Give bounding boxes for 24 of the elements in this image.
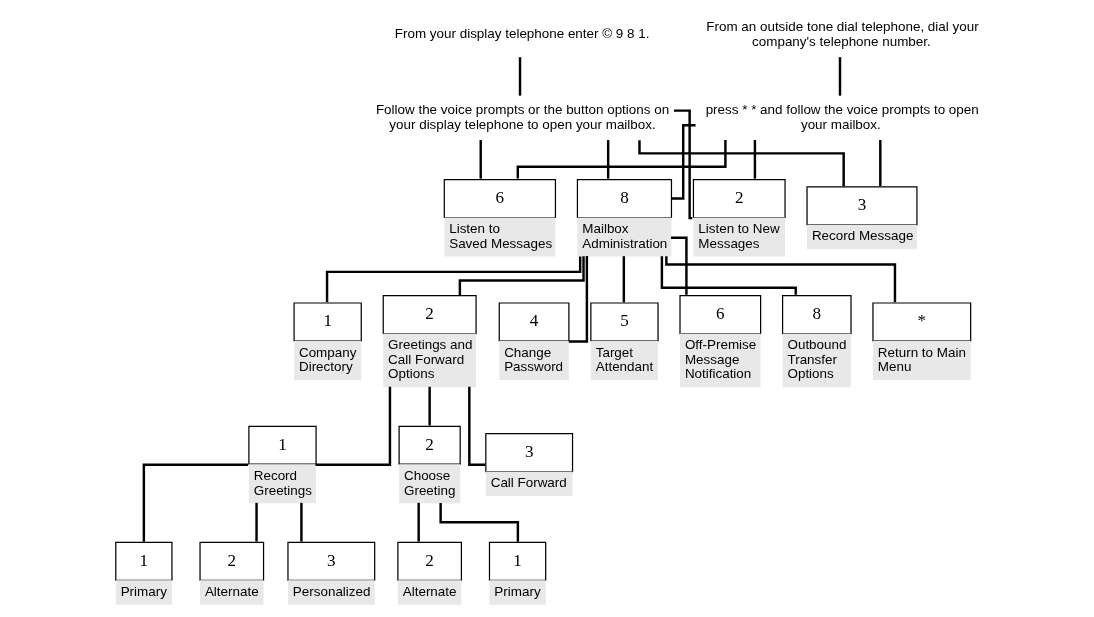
connector xyxy=(427,386,431,426)
connector xyxy=(670,124,695,200)
connector xyxy=(299,502,303,542)
connector xyxy=(479,140,482,179)
connector xyxy=(838,57,841,96)
connector xyxy=(606,140,609,179)
connector xyxy=(516,140,727,179)
connector xyxy=(315,386,391,467)
connector xyxy=(416,502,420,542)
connector xyxy=(622,256,625,303)
connector xyxy=(254,502,258,542)
connector xyxy=(878,140,881,187)
connector xyxy=(142,463,248,542)
connector xyxy=(670,236,688,295)
connector xyxy=(458,256,585,296)
node-text: Follow the voice prompts or the button options on your display telephone to open your mailbox. xyxy=(375,102,669,132)
connector xyxy=(518,57,521,96)
connector xyxy=(673,109,692,220)
connector xyxy=(325,256,581,303)
connector xyxy=(664,256,896,303)
connector xyxy=(753,140,756,179)
node-text: From an outside tone dial telephone, dial your company's telephone number. xyxy=(705,19,979,49)
node-text: From your display telephone enter © 9 8 1. xyxy=(394,26,649,42)
node-text: press * * and follow the voice prompts to open your mailbox. xyxy=(705,102,979,132)
